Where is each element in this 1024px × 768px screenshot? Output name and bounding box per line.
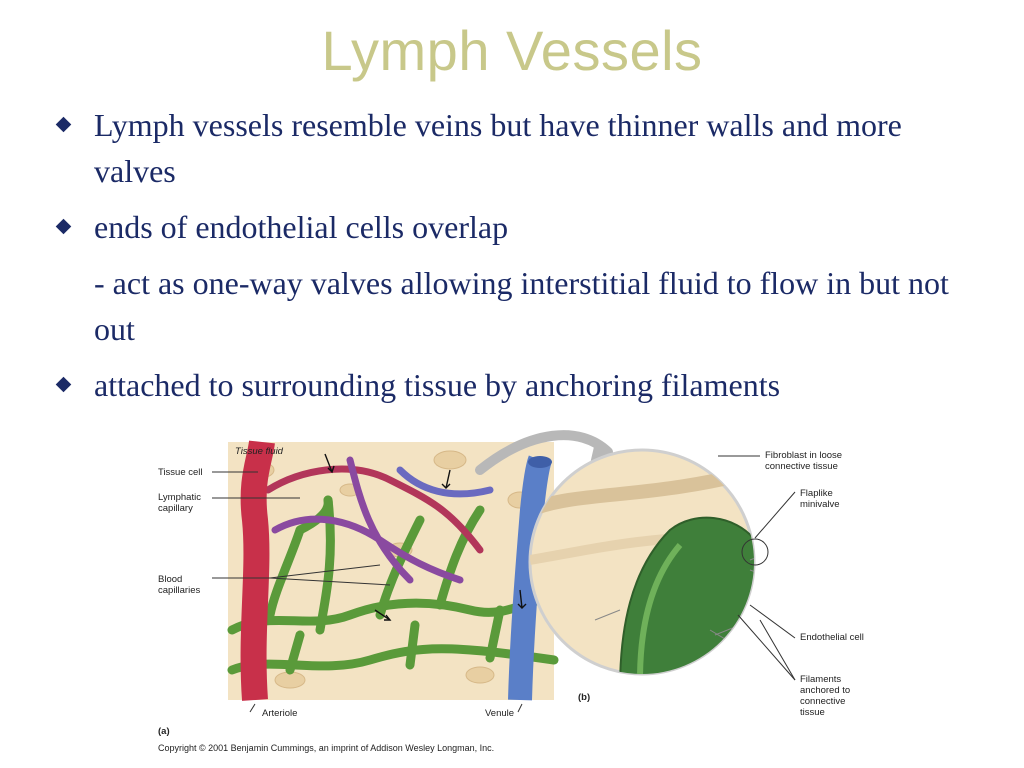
bullet-item: ends of endothelial cells overlap [55, 204, 986, 250]
label-tissue-cell: Tissue cell [158, 467, 203, 478]
venule-opening [528, 456, 552, 468]
bullet-item: attached to surrounding tissue by anchor… [55, 362, 986, 408]
label-panel-a: (a) [158, 726, 170, 737]
flow-arrows [324, 453, 527, 621]
label-panel-b: (b) [578, 692, 591, 703]
slide-title: Lymph Vessels [321, 19, 703, 82]
label-fibroblast: Fibroblast in loose connective tissue [765, 450, 843, 472]
label-tissue-fluid: Tissue fluid [235, 446, 283, 457]
lymph-capillary-figure: Tissue fluid Tissue cell Lymphatic capil… [150, 430, 870, 768]
bullet-item: Lymph vessels resemble veins but have th… [55, 102, 986, 194]
bullet-text: ends of endothelial cells overlap [94, 209, 509, 245]
arteriole-vessel [240, 440, 275, 701]
bullet-text: attached to surrounding tissue by anchor… [94, 367, 781, 403]
label-blood-capillaries: Blood capillaries [158, 574, 201, 596]
label-minivalve: Flaplike minivalve [800, 488, 840, 510]
venule-vessel [508, 455, 552, 701]
blood-capillaries [264, 456, 494, 584]
sub-bullet-item: - act as one-way valves allowing interst… [56, 260, 986, 352]
minivalve-highlight [741, 538, 769, 566]
leader-lines [212, 455, 796, 713]
diamond-bullet-icon [55, 376, 72, 393]
label-arteriole: Arteriole [262, 708, 298, 719]
label-venule: Venule [485, 708, 515, 719]
figure-illustration [212, 430, 796, 713]
sub-bullet-text: - act as one-way valves allowing interst… [94, 265, 949, 347]
diamond-bullet-icon [55, 116, 72, 133]
label-endothelial-cell: Endothelial cell [800, 632, 864, 643]
copyright-notice: Copyright © 2001 Benjamin Cummings, an i… [158, 743, 495, 753]
bullet-list: Lymph vessels resemble veins but have th… [55, 102, 986, 418]
diamond-bullet-icon [55, 218, 72, 235]
bullet-text: Lymph vessels resemble veins but have th… [94, 107, 902, 189]
label-lymphatic-capillary: Lymphatic capillary [158, 492, 201, 514]
label-anchoring-filaments: Filaments anchored to connective tissue [800, 674, 851, 718]
